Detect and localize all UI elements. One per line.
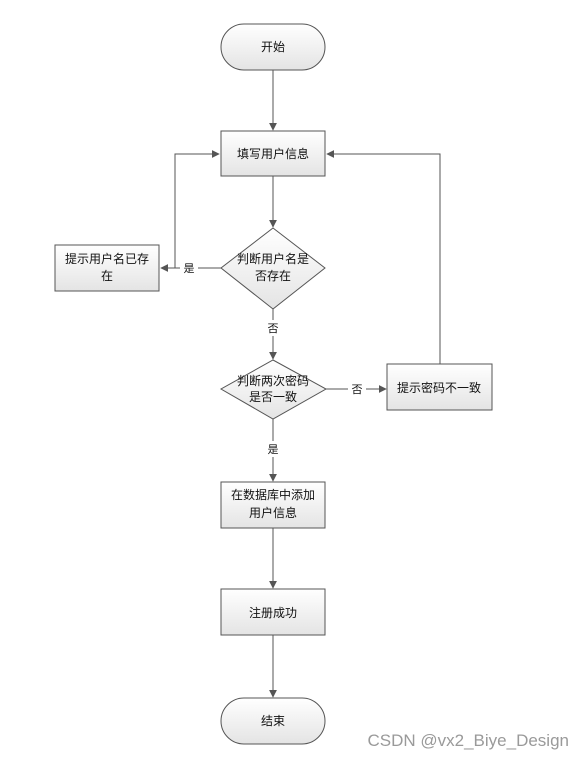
edge-password-mismatch-back [326,150,441,364]
node-check-username-line2: 否存在 [255,269,291,283]
node-password-mismatch: 提示密码不一致 [386,363,493,411]
node-add-to-db-line1: 在数据库中添加 [231,487,315,502]
node-check-password-line1: 判断两次密码 [237,373,309,388]
watermark: CSDN @vx2_Biye_Design [367,731,569,750]
node-end-label: 结束 [261,714,285,728]
node-check-password-line2: 是否一致 [249,390,297,404]
node-check-password: 判断两次密码 是否一致 [219,359,328,420]
node-register-success: 注册成功 [220,588,326,636]
node-username-exists: 提示用户名已存 在 [54,244,160,292]
node-check-username-line1: 判断用户名是 [237,251,309,266]
node-end: 结束 [220,697,326,745]
label-username-yes: 是 [184,262,195,275]
node-start-label: 开始 [261,40,285,54]
label-password-yes: 是 [268,443,279,456]
node-add-to-db-line2: 用户信息 [249,505,297,520]
node-register-success-label: 注册成功 [249,605,297,620]
node-fill-info: 填写用户信息 [220,130,326,177]
edge-labels: 是 否 否 是 [180,260,366,457]
node-add-to-db: 在数据库中添加 用户信息 [220,481,326,529]
node-username-exists-line1: 提示用户名已存 [65,251,149,266]
node-start: 开始 [220,23,326,71]
node-username-exists-line2: 在 [101,269,113,283]
node-fill-info-label: 填写用户信息 [237,146,309,161]
label-username-no: 否 [268,322,279,335]
node-check-username: 判断用户名是 否存在 [220,227,326,310]
label-password-no: 否 [352,383,363,396]
node-password-mismatch-label: 提示密码不一致 [397,380,481,395]
edge-username-exists-back [174,150,220,268]
